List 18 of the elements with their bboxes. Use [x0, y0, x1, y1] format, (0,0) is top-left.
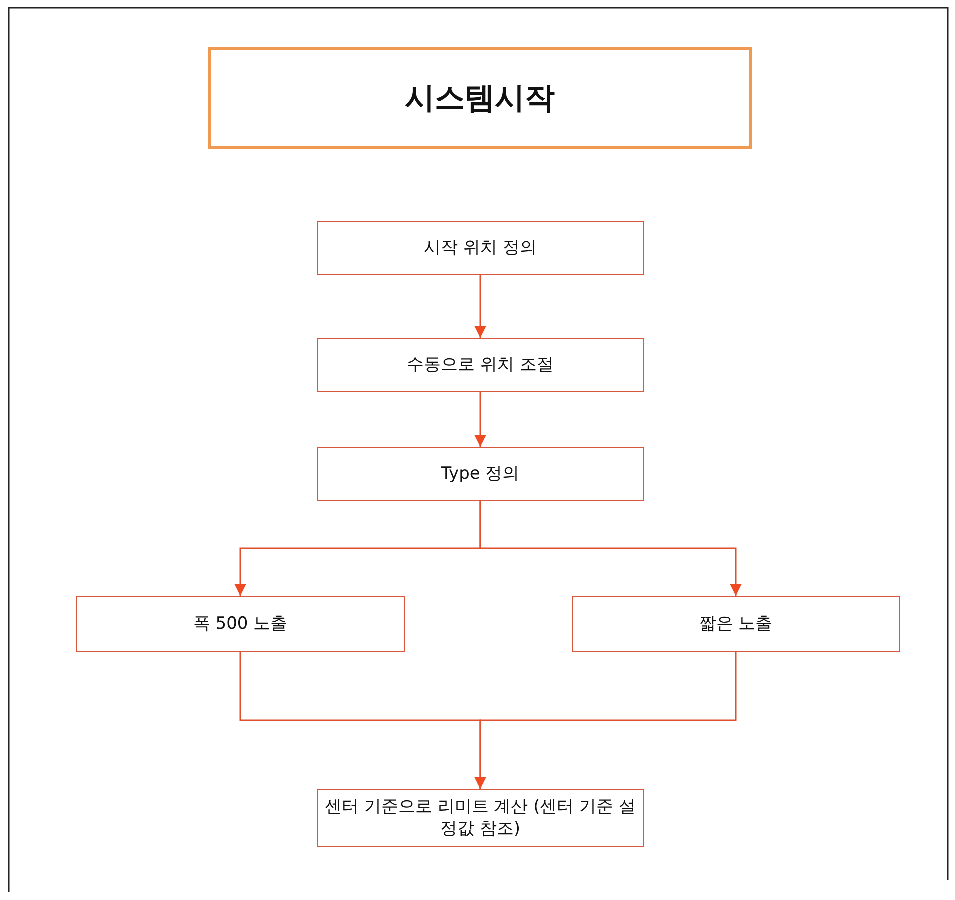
process-box: [572, 596, 900, 652]
process-box: [317, 338, 644, 392]
box-text: 짧은 노출: [698, 612, 774, 636]
title-box: [208, 47, 752, 149]
process-box: [317, 447, 644, 501]
arrow: [474, 392, 486, 447]
box-text: 수동으로 위치 조절: [406, 354, 555, 376]
box-text: 시작 위치 정의: [423, 236, 538, 260]
process-box: [317, 789, 644, 847]
box-text: 센터 기준으로 리미트 계산 (센터 기준 설정값 참조): [324, 796, 638, 840]
title-text: 시스템시작: [404, 80, 556, 118]
process-box: [76, 596, 405, 652]
box-text: 폭 500 노출: [192, 612, 289, 636]
arrow: [474, 652, 737, 789]
arrow: [480, 501, 742, 596]
process-box: [317, 221, 644, 275]
box-text: Type 정의: [440, 462, 521, 486]
arrow: [474, 275, 486, 338]
